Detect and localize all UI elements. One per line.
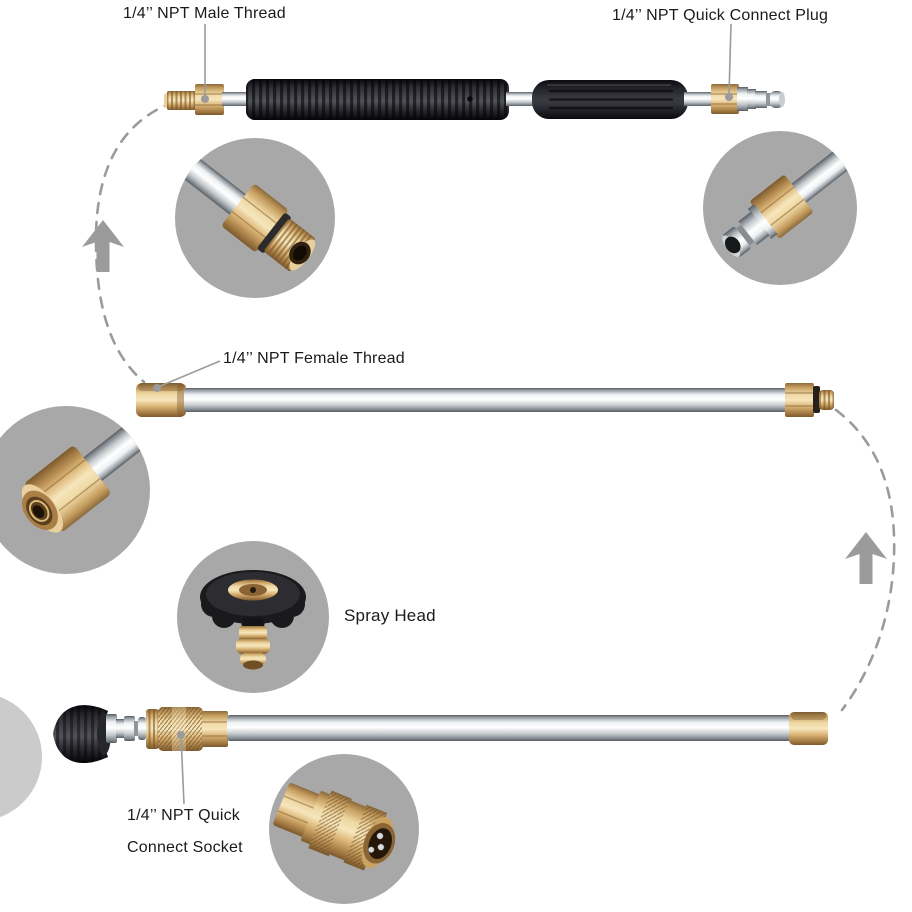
extension-wand-top — [164, 79, 785, 120]
inset-spray-head — [177, 541, 329, 693]
up-arrow-icon — [82, 220, 124, 272]
lance-tube — [684, 92, 714, 106]
inset-female-thread — [0, 406, 150, 574]
label-quick-connect-socket-line2: Connect Socket — [127, 839, 243, 856]
molded-handle — [532, 80, 688, 119]
extension-wand-bottom — [53, 705, 828, 764]
lance-tube — [222, 92, 250, 106]
extension-wand-middle — [136, 383, 834, 417]
inset-male-thread — [175, 138, 335, 298]
lance-tube — [506, 92, 538, 106]
spray-head-side-view — [53, 705, 111, 764]
lance-tube — [184, 388, 787, 412]
ribbed-grip — [246, 79, 509, 120]
quick-connect-socket-fitting — [146, 707, 228, 751]
faint-corner-circle — [0, 696, 42, 818]
label-spray-head: Spray Head — [344, 606, 436, 625]
inset-quick-connect-plug — [703, 131, 857, 285]
label-quick-connect-plug: 1/4’’ NPT Quick Connect Plug — [612, 7, 829, 24]
male-thread-end — [785, 383, 834, 417]
leader-lines — [153, 23, 733, 805]
label-male-thread: 1/4’’ NPT Male Thread — [123, 5, 286, 22]
inset-quick-connect-socket — [269, 754, 419, 904]
female-thread-end — [789, 712, 828, 745]
right-flow-arc — [834, 408, 896, 712]
male-thread-fitting — [164, 84, 224, 115]
lance-tube — [227, 715, 791, 741]
female-thread-fitting — [136, 383, 186, 417]
up-arrow-icon — [845, 532, 887, 584]
quick-connect-plug-fitting — [711, 84, 785, 114]
label-female-thread: 1/4’’ NPT Female Thread — [223, 350, 405, 367]
spray-head-plug — [106, 714, 146, 743]
label-quick-connect-socket-line1: 1/4’’ NPT Quick — [127, 807, 240, 824]
